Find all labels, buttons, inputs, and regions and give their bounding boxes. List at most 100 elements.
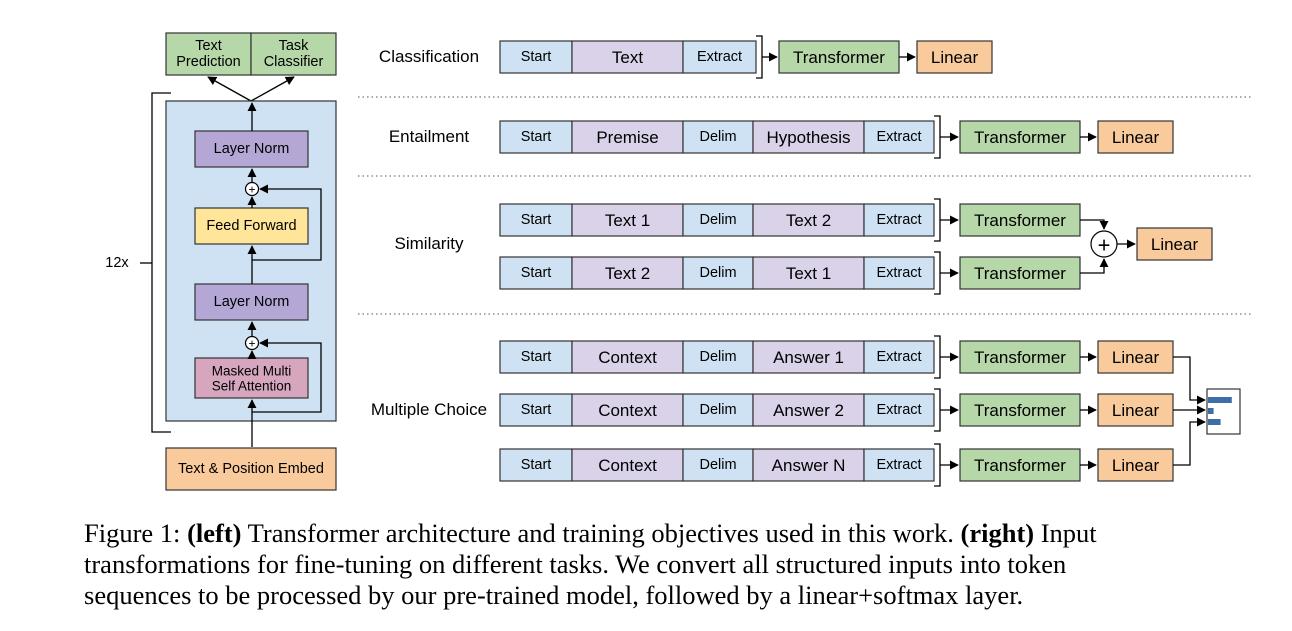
classification-transformer-label-line: Transformer: [793, 48, 885, 67]
similarity-row-2-tokens-token-1: Text 2: [571, 256, 684, 290]
entailment-bracket: [934, 115, 941, 159]
classification-tokens-token-2-label-line: Extract: [697, 49, 742, 65]
task-label-similarity: Similarity: [395, 234, 464, 253]
mc-row-3-tokens-token-3: Answer N: [752, 448, 865, 482]
residual-add-top: +: [244, 181, 260, 197]
mc-row-1-tokens-token-1: Context: [571, 340, 684, 374]
classification-transformer-box: [778, 40, 900, 74]
residual-path-top: [252, 184, 322, 261]
entailment-tokens-token-2-label: Delim: [699, 129, 736, 145]
similarity-row-1-tokens-token-4-label-line: Extract: [876, 212, 921, 228]
similarity-row-1-tokens-token-1: Text 1: [571, 203, 684, 237]
similarity-row-1-tokens-token-1-label-line: Text 1: [605, 211, 650, 230]
mc-row-1-tokens-token-1-label: Context: [598, 348, 657, 367]
text-position-embed-box: [165, 447, 337, 491]
layer-norm-bottom-label-line: Layer Norm: [214, 294, 290, 310]
similarity-row-1-tokens-token-0: Start: [499, 203, 573, 237]
classification-tokens-token-0-label-line: Start: [521, 49, 552, 65]
mc-row-2-tokens-token-1-box: [571, 393, 684, 427]
similarity-row-2-tokens-token-0: Start: [499, 256, 573, 290]
entailment-tokens-token-3-box: [752, 120, 865, 154]
mc-row-2-tokens-token-4: Extract: [863, 393, 935, 427]
entailment-tokens-token-1-label-line: Premise: [596, 128, 658, 147]
similarity-row-2-tokens-token-4-label: Extract: [876, 265, 921, 281]
task-label-similarity-line: Similarity: [395, 234, 464, 253]
mc-linear-3-label-line: Linear: [1112, 456, 1160, 475]
caption-line-3: sequences to be processed by our pre-tra…: [84, 580, 1024, 610]
mc-transformer-1-label-line: Transformer: [974, 348, 1066, 367]
head-text-prediction-box: [165, 32, 252, 76]
mc-row-3-tokens-token-1-label: Context: [598, 456, 657, 475]
entailment-linear: Linear: [1097, 120, 1174, 154]
similarity-transformer-1-box: [959, 203, 1081, 237]
similarity-row-1-tokens-token-2-box: [682, 203, 754, 237]
similarity-row-2-tokens-token-1-label-line: Text 2: [605, 264, 650, 283]
residual-add-top-sign: +: [248, 183, 255, 197]
similarity-row-1-tokens-token-4-label: Extract: [876, 212, 921, 228]
mc-row-1-tokens-token-0-label: Start: [521, 349, 552, 365]
text-position-embed-label: Text & Position Embed: [178, 461, 324, 477]
caption-right-label: (right): [960, 518, 1035, 548]
similarity-row-2-tokens-token-4-box: [863, 256, 935, 290]
similarity-row-2-tokens-token-2-box: [682, 256, 754, 290]
text-position-embed: Text & Position Embed: [165, 447, 337, 491]
caption-right-text: Input: [1034, 518, 1097, 548]
similarity-row-1-tokens-token-2-label-line: Delim: [699, 212, 736, 228]
similarity-add-sign-line: +: [1098, 232, 1111, 257]
residual-add-bottom-sign-line: +: [248, 337, 255, 351]
similarity-row-2-tokens-token-0-label-line: Start: [521, 265, 552, 281]
mc-row-1-tokens-token-4-label: Extract: [876, 349, 921, 365]
mc-row-3-tokens-token-2-label-line: Delim: [699, 457, 736, 473]
mc-transformer-2-label: Transformer: [974, 401, 1066, 420]
residual-add-bottom: +: [244, 335, 260, 351]
caption-left-text: Transformer architecture and training ob…: [241, 518, 961, 548]
mc-row-2-tokens-token-3-box: [752, 393, 865, 427]
similarity-row-1-tokens-token-2-label: Delim: [699, 212, 736, 228]
similarity-row-1-tokens-token-3-box: [752, 203, 865, 237]
similarity-row-2-tokens-token-3-label: Text 1: [786, 264, 831, 283]
mc-row-2-tokens-token-4-box: [863, 393, 935, 427]
head-task-classifier-box: [250, 32, 337, 76]
similarity-row-2-tokens-token-3-box: [752, 256, 865, 290]
similarity-row-1-tokens-token-0-label-line: Start: [521, 212, 552, 228]
caption-left-label: (left): [187, 518, 242, 548]
similarity-linear-label-line: Linear: [1151, 235, 1199, 254]
task-label-multiple-choice-line: Multiple Choice: [371, 400, 487, 419]
mc-row-2-tokens-token-0: Start: [499, 393, 573, 427]
similarity-linear: Linear: [1136, 227, 1213, 261]
mc-row-1-tokens-token-2-label: Delim: [699, 349, 736, 365]
task-label-classification-line: Classification: [379, 47, 479, 66]
mc-linear-2-box: [1097, 393, 1174, 427]
entailment-tokens-token-3-label-line: Hypothesis: [766, 128, 850, 147]
mc-row-1-tokens-token-4-label-line: Extract: [876, 349, 921, 365]
caption-line-1: Figure 1: (left) Transformer architectur…: [84, 518, 1273, 549]
mc-link-3: [1173, 417, 1206, 466]
residual-add-bottom-sign: +: [248, 337, 255, 351]
similarity-row-1-tokens-token-4: Extract: [863, 203, 935, 237]
mc-row-3-tokens-token-4-label: Extract: [876, 457, 921, 473]
mc-linear-2: Linear: [1097, 393, 1174, 427]
mc-linear-1-label: Linear: [1112, 348, 1160, 367]
entailment-tokens-token-0-box: [499, 120, 573, 154]
entailment-tokens-token-2: Delim: [682, 120, 754, 154]
softmax-output: [1206, 388, 1241, 435]
masked-self-attention-label-line: Masked Multi: [212, 363, 292, 378]
similarity-bracket-1: [934, 198, 941, 242]
similarity-row-2-tokens-token-3: Text 1: [752, 256, 865, 290]
entailment-tokens-token-1: Premise: [571, 120, 684, 154]
similarity-add-sign: +: [1098, 232, 1111, 257]
mc-row-3-tokens-token-1: Context: [571, 448, 684, 482]
mc-row-3-tokens-token-4-box: [863, 448, 935, 482]
entailment-tokens-token-4-label-line: Extract: [876, 129, 921, 145]
similarity-row-2-tokens-token-1-box: [571, 256, 684, 290]
mc-row-3-tokens-token-3-label-line: Answer N: [772, 456, 846, 475]
similarity-row-2-tokens-token-1-label: Text 2: [605, 264, 650, 283]
similarity-row-2-tokens-token-4: Extract: [863, 256, 935, 290]
softmax-bar-2: [1208, 408, 1214, 414]
